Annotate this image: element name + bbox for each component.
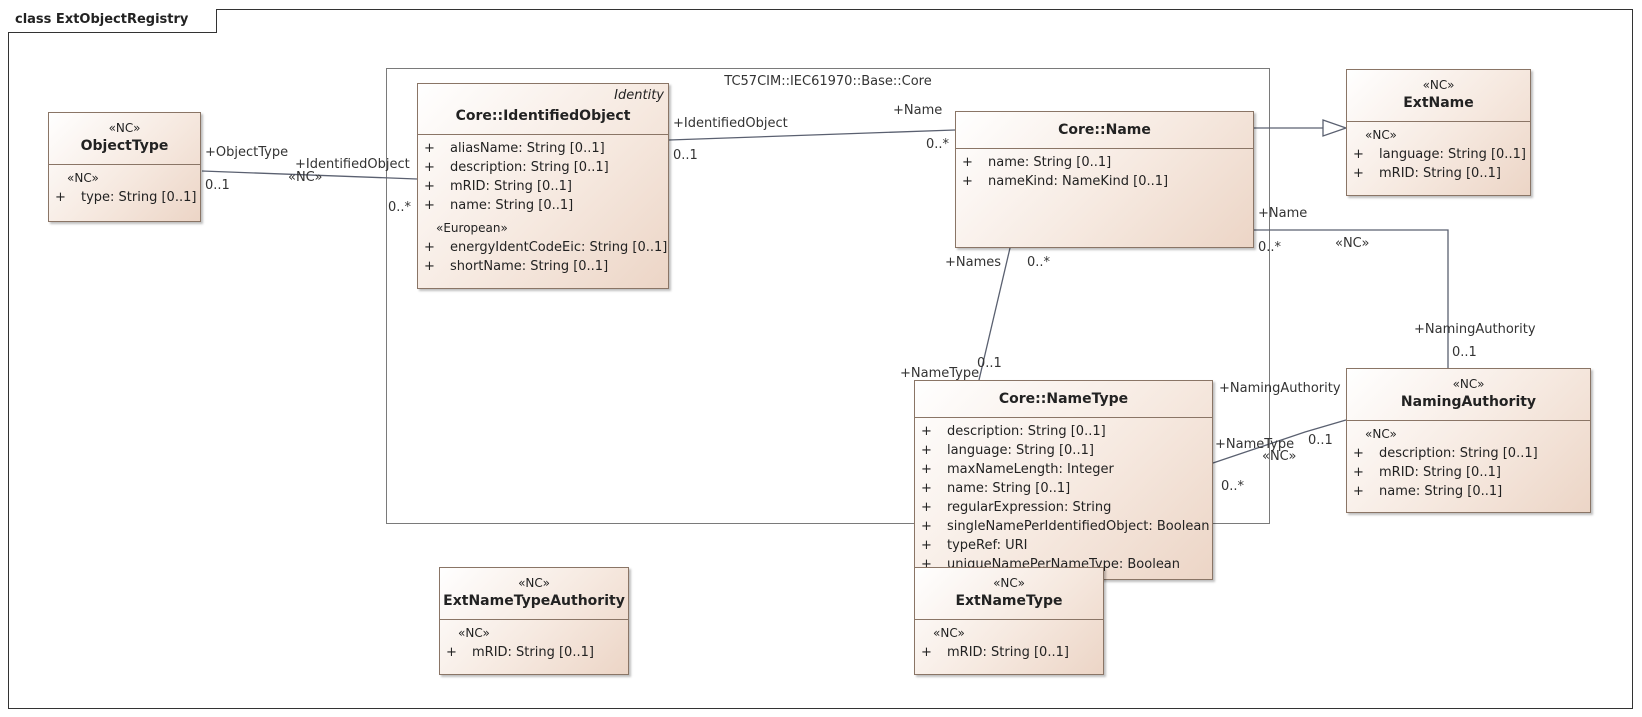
role-identifiedobject-right: +IdentifiedObject: [673, 116, 788, 131]
role-nametype-top: +NameType: [900, 366, 980, 381]
attribute-row: +name: String [0..1]: [1353, 484, 1503, 499]
assoc-stereotype-objecttype: «NC»: [288, 170, 323, 185]
frame-title: class ExtObjectRegistry: [8, 9, 218, 33]
class-identifiedobject[interactable]: Identity Core::IdentifiedObject +aliasNa…: [417, 83, 669, 289]
assoc-identifiedobject-name: [668, 129, 956, 141]
attribute-group-stereotype: «European»: [436, 221, 508, 235]
diagram-frame: [8, 9, 1633, 709]
generalization-arrowhead-extname: [1322, 119, 1348, 137]
attribute-row: +maxNameLength: Integer: [921, 462, 1114, 477]
class-name: NamingAuthority: [1400, 394, 1537, 410]
class-name: Core::Name: [1058, 122, 1151, 138]
attribute-row: +language: String [0..1]: [921, 443, 1094, 458]
attribute-group-stereotype: «NC»: [458, 626, 490, 640]
assoc-name-nametype: [978, 247, 1011, 381]
attribute-row: +typeRef: URI: [921, 538, 1028, 553]
mult-identifiedobject-right: 0..1: [673, 148, 698, 163]
attribute-row: +nameKind: NameKind [0..1]: [962, 174, 1169, 189]
class-extnametypeauthority[interactable]: «NC» ExtNameTypeAuthority «NC» +mRID: St…: [439, 567, 629, 675]
mult-namingauthority-left: 0..1: [1308, 433, 1333, 448]
class-name: ExtName: [1403, 95, 1474, 111]
class-extnametype[interactable]: «NC» ExtNameType «NC» +mRID: String [0..…: [914, 567, 1104, 675]
role-name-right: +Name: [1258, 206, 1308, 221]
mult-identifiedobject-left: 0..*: [388, 200, 412, 215]
assoc-name-namingauthority: [1254, 229, 1449, 368]
attribute-row: +mRID: String [0..1]: [1353, 465, 1501, 480]
assoc-stereotype-name-namingauthority: «NC»: [1335, 236, 1370, 251]
attribute-row: +description: String [0..1]: [1353, 446, 1538, 461]
class-stereotype: «NC»: [993, 576, 1025, 590]
class-stereotype: «NC»: [518, 576, 550, 590]
assoc-stereotype-nametype-namingauthority: «NC»: [1262, 449, 1297, 464]
attribute-row: +aliasName: String [0..1]: [424, 141, 605, 156]
class-namingauthority[interactable]: «NC» NamingAuthority «NC» +description: …: [1346, 368, 1591, 513]
attribute-row: +mRID: String [0..1]: [1353, 166, 1501, 181]
role-identifiedobject-left: +IdentifiedObject: [295, 157, 410, 172]
mult-objecttype: 0..1: [205, 178, 230, 193]
class-name: Core::IdentifiedObject: [455, 108, 631, 124]
class-tag: Identity: [614, 88, 664, 103]
class-stereotype: «NC»: [1422, 78, 1455, 92]
mult-names: 0..*: [1027, 255, 1051, 270]
attribute-row: +shortName: String [0..1]: [424, 259, 609, 274]
role-nametype-right: +NameType: [1215, 437, 1295, 452]
class-stereotype: «NC»: [108, 121, 141, 135]
mult-name-top: 0..*: [926, 137, 950, 152]
class-nametype[interactable]: Core::NameType +description: String [0..…: [914, 380, 1213, 580]
class-name: ExtNameType: [955, 593, 1063, 609]
class-name: Core::NameType: [998, 391, 1129, 407]
assoc-nametype-namingauthority: [1212, 419, 1347, 464]
role-namingauthority-top: +NamingAuthority: [1414, 322, 1536, 337]
attribute-group-stereotype: «NC»: [1365, 427, 1397, 441]
attribute-row: +description: String [0..1]: [424, 160, 609, 175]
attribute-row: +name: String [0..1]: [962, 155, 1112, 170]
attribute-row: +mRID: String [0..1]: [446, 645, 594, 660]
attribute-group-stereotype: «NC»: [1365, 128, 1397, 142]
attribute-row: +name: String [0..1]: [921, 481, 1071, 496]
mult-namingauthority-top: 0..1: [1452, 345, 1477, 360]
class-name[interactable]: Core::Name +name: String [0..1] +nameKin…: [955, 111, 1254, 248]
attribute-row: +name: String [0..1]: [424, 198, 574, 213]
attribute-row: +singleNamePerIdentifiedObject: Boolean: [921, 519, 1210, 534]
attribute-row: +energyIdentCodeEic: String [0..1]: [424, 240, 668, 255]
role-objecttype: +ObjectType: [205, 145, 289, 160]
mult-nametype-top: 0..1: [977, 356, 1002, 371]
role-name-top: +Name: [893, 103, 943, 118]
class-stereotype: «NC»: [1452, 377, 1485, 391]
attribute-row: +type: String [0..1]: [55, 190, 197, 205]
class-name: ObjectType: [80, 138, 169, 154]
attribute-group-stereotype: «NC»: [67, 171, 99, 185]
attribute-row: +description: String [0..1]: [921, 424, 1106, 439]
role-namingauthority-left: +NamingAuthority: [1219, 381, 1341, 396]
package-label: TC57CIM::IEC61970::Base::Core: [724, 74, 932, 89]
attribute-row: +regularExpression: String: [921, 500, 1112, 515]
attribute-row: +language: String [0..1]: [1353, 147, 1526, 162]
class-objecttype[interactable]: «NC» ObjectType «NC» +type: String [0..1…: [48, 112, 201, 222]
mult-nametype-right: 0..*: [1221, 479, 1245, 494]
role-names: +Names: [945, 255, 1002, 270]
core-package: TC57CIM::IEC61970::Base::Core: [386, 68, 1270, 524]
class-extname[interactable]: «NC» ExtName «NC» +language: String [0..…: [1346, 69, 1531, 196]
class-name: ExtNameTypeAuthority: [443, 593, 625, 609]
mult-name-right: 0..*: [1258, 240, 1282, 255]
attribute-group-stereotype: «NC»: [933, 626, 965, 640]
attribute-row: +mRID: String [0..1]: [424, 179, 572, 194]
attribute-row: +mRID: String [0..1]: [921, 645, 1069, 660]
assoc-objecttype-identifiedobject: [201, 170, 418, 180]
